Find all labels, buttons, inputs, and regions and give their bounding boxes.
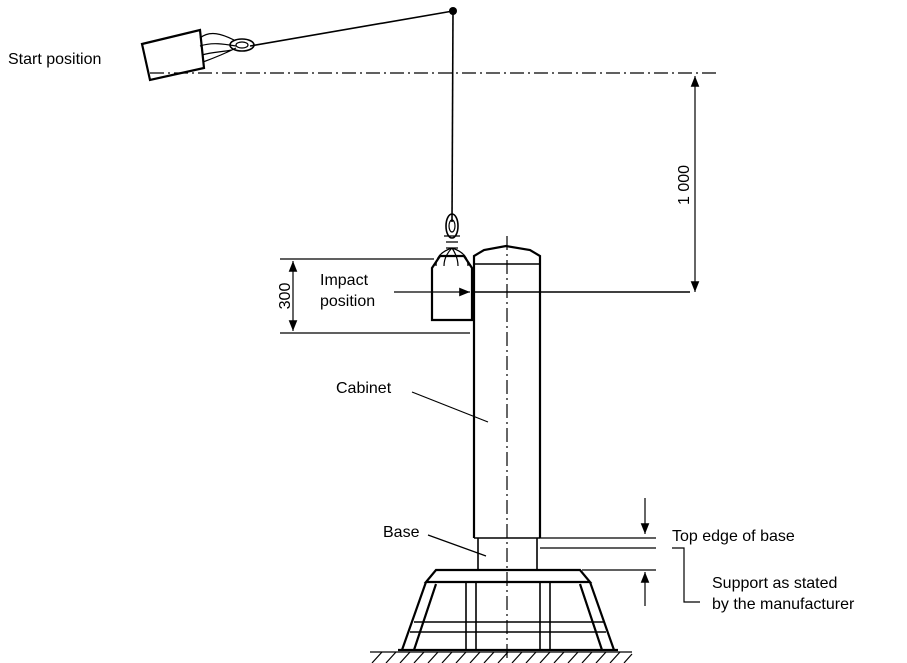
impact-sandbag bbox=[430, 213, 474, 322]
support-label-line2: by the manufacturer bbox=[712, 596, 855, 613]
start-sandbag bbox=[140, 28, 255, 82]
support-frame bbox=[398, 568, 618, 652]
start-pendulum-cord bbox=[249, 10, 454, 47]
impact-position-label-line1: Impact bbox=[320, 272, 369, 289]
top-edge-of-base-label: Top edge of base bbox=[672, 528, 795, 545]
support-label-line1: Support as stated bbox=[712, 575, 837, 592]
base-leader bbox=[427, 534, 487, 557]
cabinet-label: Cabinet bbox=[336, 380, 392, 397]
base-label: Base bbox=[383, 524, 420, 541]
start-position-label: Start position bbox=[8, 51, 101, 68]
impact-position-label-line2: position bbox=[320, 293, 375, 310]
impact-pendulum-cord bbox=[451, 10, 454, 223]
cabinet-leader bbox=[411, 391, 489, 423]
support-bracket bbox=[672, 547, 700, 603]
ground-hatching bbox=[370, 651, 633, 663]
impact-height-value: 300 bbox=[277, 283, 294, 310]
drop-height-value: 1 000 bbox=[676, 165, 693, 205]
